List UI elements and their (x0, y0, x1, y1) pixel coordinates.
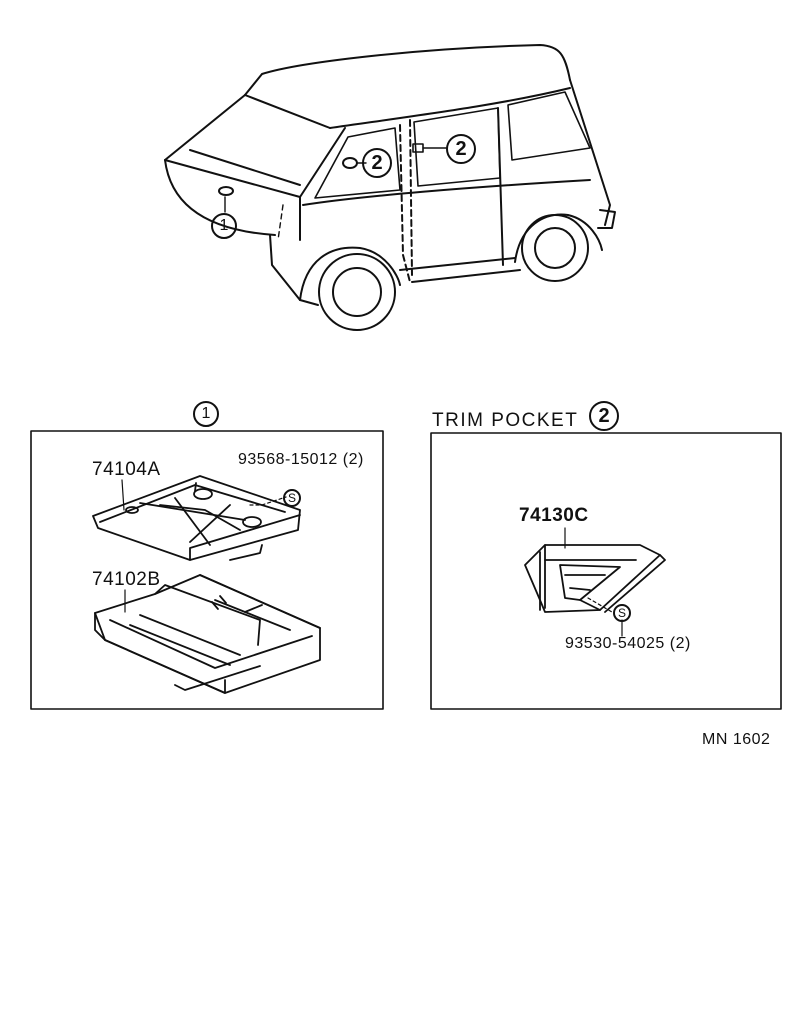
part-number-74102b: 74102B (92, 569, 161, 590)
right-panel-border (430, 432, 782, 710)
callout-1-number: 1 (219, 217, 229, 234)
van-illustration (164, 44, 616, 331)
callout-2-number-front: 2 (371, 151, 383, 174)
callout-1-marker: 1 (211, 213, 237, 239)
tray-lid-74104a (92, 475, 301, 561)
trim-pocket-title: TRIM POCKET (432, 410, 579, 431)
left-panel-border (30, 430, 384, 710)
callout-2-marker-rear: 2 (446, 134, 476, 164)
right-panel-number-marker: 2 (589, 401, 619, 431)
left-panel-number: 1 (201, 405, 211, 422)
callout-2-number-rear: 2 (455, 137, 467, 160)
part-number-74104a: 74104A (92, 459, 161, 480)
drawing-code: MN 1602 (702, 731, 771, 748)
left-panel-number-marker: 1 (193, 401, 219, 427)
right-panel-number: 2 (598, 404, 610, 427)
screw-symbol-right: S (613, 604, 631, 622)
trim-pocket-74130c (524, 544, 666, 613)
tray-base-74102b (94, 574, 321, 694)
callout-2-marker-front: 2 (362, 148, 392, 178)
screw-part-number-right: 93530-54025 (2) (565, 635, 691, 652)
screw-symbol-left: S (283, 489, 301, 507)
screw-part-number-left: 93568-15012 (2) (238, 451, 364, 468)
part-number-74130c: 74130C (519, 505, 589, 526)
